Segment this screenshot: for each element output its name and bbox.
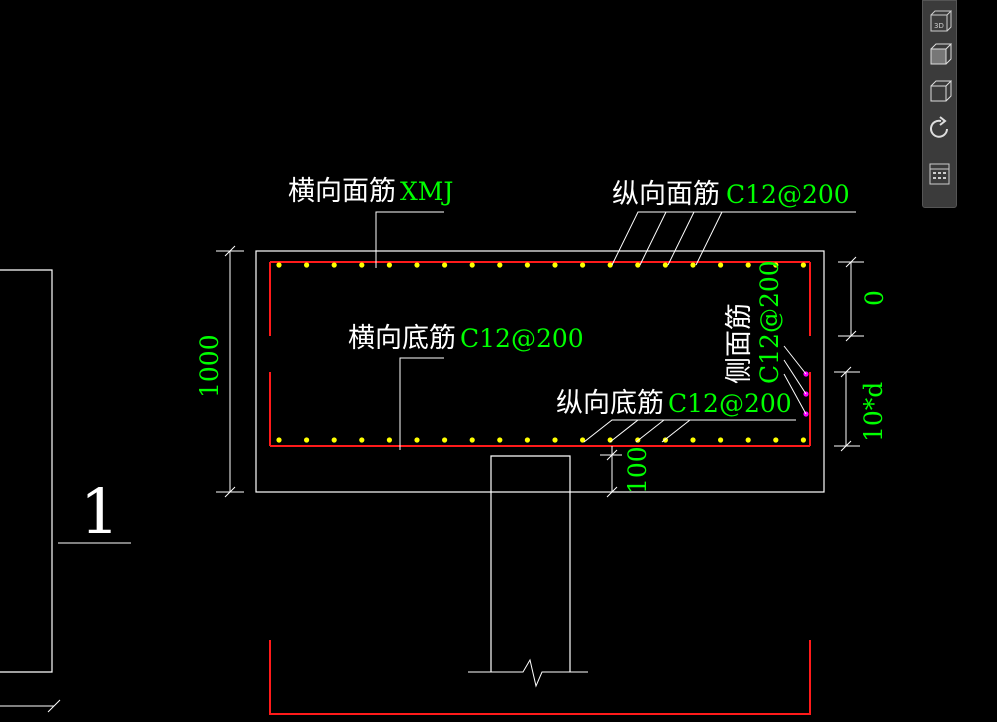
left-element-outline (0, 269, 53, 673)
top-rebar-dot (414, 262, 420, 268)
dim-height-value: 1000 (195, 334, 224, 398)
side-face-code: C12@200 (755, 260, 784, 384)
dim-top-offset-value: 0 (860, 290, 889, 306)
bottom-rebar-dot (745, 437, 751, 443)
top-rebar-dot (331, 262, 337, 268)
pile-cap-outline (255, 250, 825, 493)
bottom-rebar-dots (276, 437, 807, 443)
leader-longitudinal-top (611, 211, 856, 266)
bottom-rebar-dot (331, 437, 337, 443)
leader-side-1 (783, 345, 807, 375)
side-rebar-dots (803, 371, 809, 417)
side-face-label: 侧面筋 (724, 303, 755, 384)
dim-side-spacing-tick-top (840, 366, 852, 378)
top-rebar-dot (524, 262, 531, 268)
bottom-rebar-dot (773, 437, 779, 443)
leader-longitudinal-top-2 (639, 211, 667, 266)
bottom-rebar-dot (386, 437, 392, 443)
3d-view-icon[interactable]: 3D (927, 9, 952, 37)
dim-side-spacing-tick-bottom (840, 440, 852, 452)
top-rebar-dot (662, 262, 669, 268)
leader-longitudinal-top-4 (695, 211, 723, 266)
bottom-rebar-dot (497, 437, 503, 443)
dim-cover-value: 100 (623, 446, 652, 494)
bottom-rebar-dot (580, 437, 586, 443)
top-rebar-dot (800, 262, 807, 268)
top-rebar-dot (690, 262, 696, 268)
corner-tick-2 (47, 699, 61, 713)
bottom-rebar-dot (414, 437, 420, 443)
top-rebar-dot (718, 262, 724, 268)
top-rebar-dot (442, 262, 448, 268)
column-outline (490, 455, 571, 672)
top-rebar-dot (497, 262, 503, 268)
bottom-rebar-dot (690, 437, 696, 443)
dim-height-tick-bottom (224, 486, 236, 498)
bottom-rebar-dot (524, 437, 531, 443)
leader-longitudinal-bottom-3 (635, 419, 665, 443)
dim-top-offset-tick-top (845, 256, 857, 268)
leader-longitudinal-bottom-2 (609, 419, 639, 443)
dim-cover-tick-bottom (606, 486, 618, 498)
bottom-rebar-dot (800, 437, 807, 443)
top-rebar-dot (469, 262, 475, 268)
box-view-icon[interactable] (927, 41, 952, 69)
dim-side-spacing-value: 10*d (859, 382, 888, 442)
leader-longitudinal-bottom (583, 419, 796, 443)
top-rebar-dot (552, 262, 558, 268)
bottom-rebar-dot (359, 437, 365, 443)
top-rebar-dot (580, 262, 586, 268)
top-rebar-dot (276, 262, 282, 268)
leader-side-3 (783, 373, 807, 415)
top-rebar-dot (607, 262, 613, 268)
leader-side-2 (783, 359, 807, 395)
top-rebar-dot (773, 262, 779, 268)
top-rebar-dot (359, 262, 365, 268)
top-rebar-dot (386, 262, 392, 268)
dim-height-tick-top (224, 245, 236, 257)
bottom-rebar-dot (304, 437, 310, 443)
svg-text:3D: 3D (934, 22, 944, 30)
leader-longitudinal-top-3 (667, 211, 695, 266)
dim-top-offset-tick-bottom (845, 330, 857, 342)
top-rebar-dot (635, 262, 641, 268)
top-rebar-dot (304, 262, 310, 268)
leader-transverse-bottom (399, 357, 444, 450)
leader-transverse-top (375, 211, 444, 268)
bottom-rebar-dot (469, 437, 475, 443)
column-break-line (468, 658, 588, 688)
bottom-rebar-dot (276, 437, 282, 443)
lower-rebar-frame (269, 640, 811, 715)
view-toolbar: 3D (922, 0, 957, 208)
leader-longitudinal-bottom-4 (661, 419, 691, 443)
bottom-rebar-dot (442, 437, 448, 443)
orbit-icon[interactable] (927, 115, 952, 143)
cube-view-icon[interactable] (927, 78, 952, 106)
top-rebar-dots (276, 262, 807, 268)
section-mark: 1 (80, 475, 119, 548)
top-rebar-dot (745, 262, 751, 268)
dim-cover-tick-top (606, 449, 618, 461)
view-manager-icon[interactable] (927, 161, 952, 189)
bottom-rebar-dot (718, 437, 724, 443)
bottom-rebar-dot (552, 437, 558, 443)
